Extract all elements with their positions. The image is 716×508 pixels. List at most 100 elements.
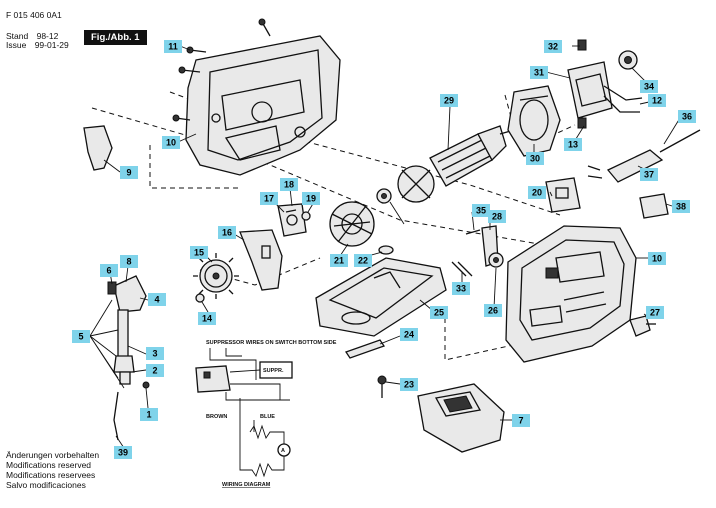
svg-text:30: 30 bbox=[530, 154, 540, 164]
callout-29: 29 bbox=[440, 94, 458, 107]
svg-text:10: 10 bbox=[166, 138, 176, 148]
svg-text:16: 16 bbox=[222, 228, 232, 238]
svg-text:38: 38 bbox=[676, 202, 686, 212]
callout-4: 4 bbox=[148, 293, 166, 306]
callout-27: 27 bbox=[646, 306, 664, 319]
svg-text:3: 3 bbox=[152, 349, 157, 359]
callout-14: 14 bbox=[198, 312, 216, 325]
callout-23: 23 bbox=[400, 378, 418, 391]
guide-plates bbox=[239, 203, 311, 291]
callout-10-right: 10 bbox=[648, 252, 666, 265]
callout-34-top: 34 bbox=[640, 80, 658, 93]
doc-number: F 015 406 0A1 bbox=[6, 10, 62, 20]
clamp bbox=[344, 339, 386, 359]
svg-text:1: 1 bbox=[146, 410, 151, 420]
svg-text:9: 9 bbox=[126, 168, 131, 178]
callout-24: 24 bbox=[400, 328, 418, 341]
callout-25: 25 bbox=[430, 306, 448, 319]
power-cable bbox=[587, 129, 701, 183]
switch bbox=[545, 177, 581, 213]
note-es: Salvo modificaciones bbox=[6, 480, 86, 490]
svg-text:24: 24 bbox=[404, 330, 414, 340]
callout-32: 32 bbox=[544, 40, 562, 53]
cover-plate bbox=[83, 125, 113, 171]
svg-text:29: 29 bbox=[444, 96, 454, 106]
svg-text:17: 17 bbox=[264, 194, 274, 204]
callout-18: 18 bbox=[280, 178, 298, 191]
callout-7: 7 bbox=[512, 414, 530, 427]
modification-notes: Änderungen vorbehalten Modifications res… bbox=[6, 450, 99, 490]
svg-text:35: 35 bbox=[476, 206, 486, 216]
callout-31: 31 bbox=[530, 66, 548, 79]
svg-text:5: 5 bbox=[78, 332, 83, 342]
callout-36: 36 bbox=[678, 110, 696, 123]
washer bbox=[378, 245, 394, 255]
callout-5: 5 bbox=[72, 330, 90, 343]
issue-row: Issue 99-01-29 bbox=[6, 40, 69, 50]
callout-16: 16 bbox=[218, 226, 236, 239]
brown-label: BROWN bbox=[206, 414, 227, 420]
callout-1: 1 bbox=[140, 408, 158, 421]
svg-text:15: 15 bbox=[194, 248, 204, 258]
callout-28: 28 bbox=[488, 210, 506, 223]
fan bbox=[329, 201, 375, 247]
stand-label: Stand bbox=[6, 31, 29, 41]
suppressor-note: SUPPRESSOR WIRES ON SWITCH BOTTOM SIDE bbox=[206, 340, 337, 346]
callout-17: 17 bbox=[260, 192, 278, 205]
svg-text:39: 39 bbox=[118, 448, 128, 458]
callout-15: 15 bbox=[190, 246, 208, 259]
callout-35: 35 bbox=[472, 204, 490, 217]
capacitor bbox=[639, 193, 669, 219]
callout-38: 38 bbox=[672, 200, 690, 213]
svg-text:8: 8 bbox=[126, 257, 131, 267]
callout-10-left: 10 bbox=[162, 136, 180, 149]
note-en: Modifications reserved bbox=[6, 460, 92, 470]
svg-text:14: 14 bbox=[202, 314, 212, 324]
svg-text:37: 37 bbox=[644, 170, 654, 180]
svg-text:26: 26 bbox=[488, 306, 498, 316]
callout-6: 6 bbox=[100, 264, 118, 277]
base-plate bbox=[315, 257, 447, 337]
callout-26: 26 bbox=[484, 304, 502, 317]
callout-11: 11 bbox=[164, 40, 182, 53]
callout-3: 3 bbox=[146, 347, 164, 360]
svg-text:18: 18 bbox=[284, 180, 294, 190]
armature bbox=[397, 125, 515, 203]
note-fr: Modifications reservees bbox=[6, 470, 96, 480]
roller-guide bbox=[451, 225, 504, 277]
callout-13: 13 bbox=[564, 138, 582, 151]
svg-text:13: 13 bbox=[568, 140, 578, 150]
svg-text:12: 12 bbox=[652, 96, 662, 106]
issue-value: 99-01-29 bbox=[34, 40, 69, 50]
svg-text:21: 21 bbox=[334, 256, 344, 266]
svg-text:22: 22 bbox=[358, 256, 368, 266]
knob bbox=[629, 315, 656, 337]
svg-text:34: 34 bbox=[644, 82, 654, 92]
wiring-diagram: SUPPRESSOR WIRES ON SWITCH BOTTOM SIDE S… bbox=[195, 340, 337, 488]
brush-holder bbox=[567, 39, 643, 129]
callout-20: 20 bbox=[528, 186, 546, 199]
figure-label: Fig./Abb. 1 bbox=[84, 30, 147, 45]
callouts: 11 10 9 8 6 4 5 3 2 1 39 15 14 16 17 18 … bbox=[72, 40, 696, 459]
svg-text:10: 10 bbox=[652, 254, 662, 264]
svg-text:33: 33 bbox=[456, 284, 466, 294]
callout-22: 22 bbox=[354, 254, 372, 267]
callout-19: 19 bbox=[302, 192, 320, 205]
stand-value: 98-12 bbox=[36, 31, 59, 41]
housing-right bbox=[505, 225, 637, 363]
callout-39: 39 bbox=[114, 446, 132, 459]
callout-12: 12 bbox=[648, 94, 666, 107]
svg-text:25: 25 bbox=[434, 308, 444, 318]
svg-text:32: 32 bbox=[548, 42, 558, 52]
svg-text:20: 20 bbox=[532, 188, 542, 198]
chip-guard bbox=[417, 383, 505, 453]
stator bbox=[507, 85, 561, 157]
wiring-title: WIRING DIAGRAM bbox=[222, 482, 271, 488]
svg-text:23: 23 bbox=[404, 380, 414, 390]
svg-text:36: 36 bbox=[682, 112, 692, 122]
callout-8: 8 bbox=[120, 255, 138, 268]
issue-label: Issue bbox=[6, 40, 27, 50]
stand-row: Stand 98-12 bbox=[6, 31, 58, 41]
svg-text:7: 7 bbox=[518, 416, 523, 426]
